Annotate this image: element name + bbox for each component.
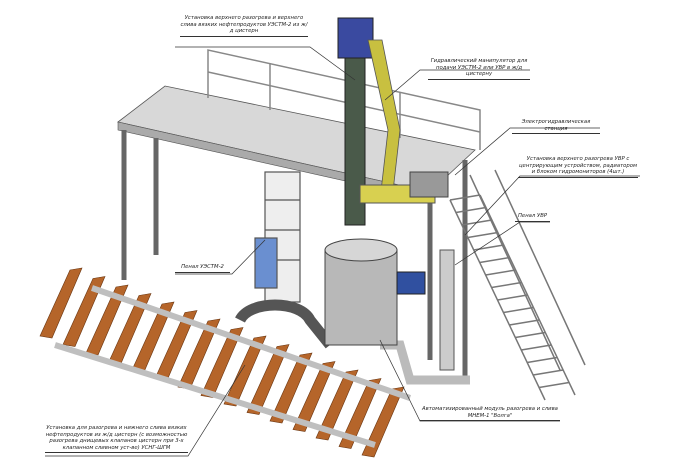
- sleeper: [85, 284, 129, 356]
- label-usng-shgm: Установка для разогрева и нижнего слива …: [45, 425, 188, 453]
- sleeper: [338, 378, 382, 449]
- sleeper: [292, 361, 336, 432]
- stair-step: [521, 344, 552, 351]
- stair-step: [485, 269, 516, 276]
- tank: [324, 249, 398, 346]
- platform-legs: [121, 130, 468, 380]
- sleeper: [269, 352, 313, 424]
- stair-step: [497, 294, 528, 301]
- sleeper: [62, 276, 106, 347]
- stair-step: [515, 331, 546, 339]
- sleeper: [315, 369, 359, 441]
- stair-step: [527, 356, 558, 364]
- label-penal-uestm: Пенал УЭСТМ-2: [175, 264, 230, 273]
- drain-hose: [235, 299, 335, 349]
- stair-step: [503, 306, 534, 314]
- label-electrohydraulic-station: Электрогидравлическая станция: [512, 119, 600, 134]
- staircase: [449, 169, 586, 401]
- stair-step: [491, 281, 522, 289]
- stair-step: [533, 369, 564, 376]
- stair-step: [449, 194, 481, 201]
- uestm-case-tower: [254, 171, 301, 303]
- stair-step: [455, 206, 487, 214]
- sleeper: [246, 344, 290, 415]
- leader-lines: [45, 46, 640, 457]
- stair-step: [538, 381, 570, 389]
- railing: [207, 49, 481, 150]
- label-penal-uvr: Пенал УВР: [515, 213, 550, 222]
- stair-step: [509, 319, 540, 326]
- rail: [54, 342, 376, 448]
- electrohydraulic-station: [409, 171, 449, 198]
- stair-step: [467, 231, 498, 239]
- railway-track: [39, 267, 411, 458]
- sleeper: [361, 386, 405, 458]
- label-mnem-1-volga: Автоматизированный модуль разогрева и сл…: [420, 406, 560, 421]
- rail: [91, 285, 411, 401]
- sleeper: [39, 267, 83, 339]
- uestm-head: [337, 17, 374, 59]
- stair-step: [479, 256, 510, 264]
- pump-motor: [396, 271, 426, 295]
- label-hydraulic-manipulator: Гидравлический манипулятор для подачи УЭ…: [428, 58, 530, 80]
- penal-uvr: [439, 249, 455, 371]
- label-uvr-unit: Установка верхнего разогрева УВР с центр…: [518, 156, 638, 178]
- tank-top: [324, 238, 398, 262]
- heated-pipe: [380, 340, 470, 385]
- label-uestm-2: Установка верхнего разогрева и верхнего …: [180, 15, 308, 37]
